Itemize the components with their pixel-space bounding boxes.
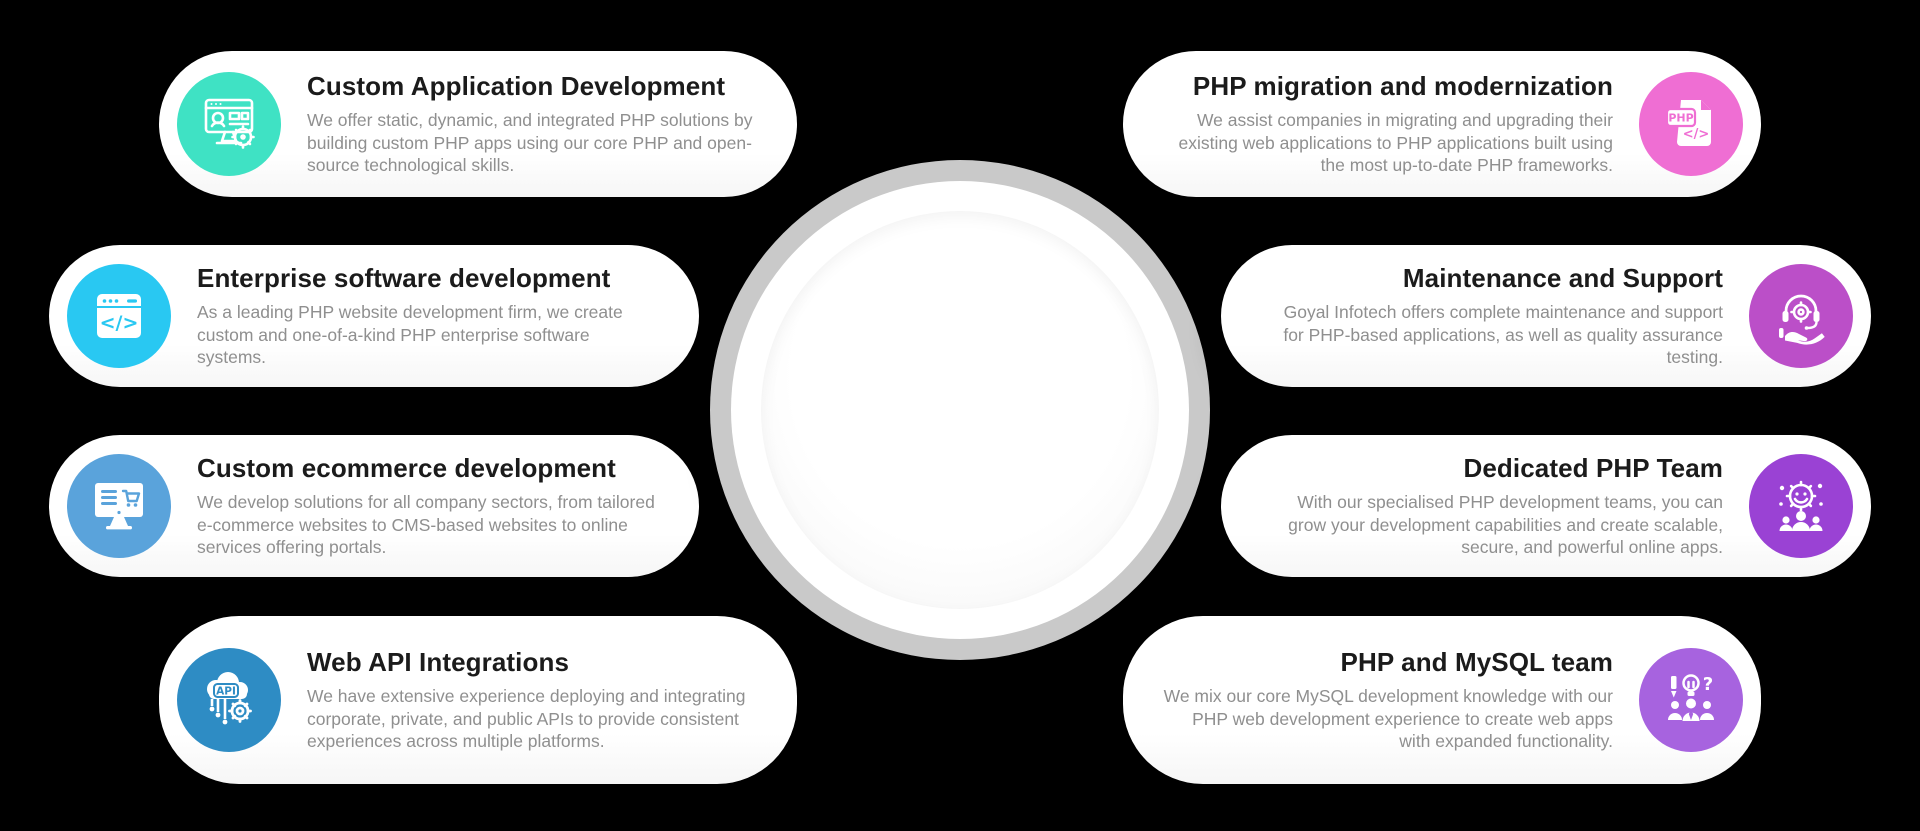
card-description: With our specialised PHP development tea… — [1288, 491, 1723, 558]
card-title: PHP and MySQL team — [1340, 646, 1613, 677]
card-title: Enterprise software development — [197, 262, 611, 293]
card-maintenance-and-support: Maintenance and Support Goyal Infotech o… — [1221, 245, 1871, 387]
card-php-and-mysql-team: ? PHP and MySQL team We mix our core MyS… — [1123, 616, 1761, 784]
card-text-block: Web API Integrations We have extensive e… — [307, 647, 757, 753]
php-file-icon: PHP </> — [1639, 72, 1743, 176]
card-text-block: PHP migration and modernization We assis… — [1163, 71, 1613, 177]
card-description: We develop solutions for all company sec… — [197, 491, 655, 558]
card-custom-application-development: Custom Application Development We offer … — [159, 51, 797, 197]
svg-text:</>: </> — [100, 312, 139, 334]
card-text-block: Maintenance and Support Goyal Infotech o… — [1261, 263, 1723, 369]
api-cloud-icon: API — [177, 648, 281, 752]
svg-text:API: API — [216, 686, 236, 698]
card-description: As a leading PHP website development fir… — [197, 301, 623, 368]
support-headset-icon — [1749, 264, 1853, 368]
svg-text:</>: </> — [1683, 127, 1710, 142]
card-web-api-integrations: API Web API Integrations We have ex — [159, 616, 797, 784]
svg-text:PHP: PHP — [1668, 112, 1693, 125]
code-browser-icon: </> — [67, 264, 171, 368]
card-title: Dedicated PHP Team — [1463, 452, 1723, 483]
team-idea-icon: ? — [1639, 648, 1743, 752]
card-title: Maintenance and Support — [1402, 262, 1723, 293]
card-text-block: Custom Application Development We offer … — [307, 71, 757, 177]
card-text-block: Custom ecommerce development We develop … — [197, 453, 659, 559]
card-title: Custom Application Development — [307, 70, 726, 101]
card-title: Web API Integrations — [307, 646, 570, 677]
card-custom-ecommerce-development: Custom ecommerce development We develop … — [49, 435, 699, 577]
card-title: PHP migration and modernization — [1192, 70, 1613, 101]
card-text-block: Dedicated PHP Team With our specialised … — [1261, 453, 1723, 559]
team-gear-icon — [1749, 454, 1853, 558]
card-text-block: PHP and MySQL team We mix our core MySQL… — [1163, 647, 1613, 753]
center-circle — [710, 160, 1210, 660]
svg-text:?: ? — [1703, 674, 1713, 695]
card-php-migration-and-modernization: PHP </> PHP migration and modernization … — [1123, 51, 1761, 197]
card-dedicated-php-team: Dedicated PHP Team With our specialised … — [1221, 435, 1871, 577]
card-description: Goyal Infotech offers complete maintenan… — [1283, 301, 1723, 368]
center-circle-white-ring — [731, 181, 1189, 639]
card-title: Custom ecommerce development — [197, 452, 616, 483]
center-circle-inner-disc — [761, 211, 1159, 609]
card-enterprise-software-development: </> Enterprise software development As a… — [49, 245, 699, 387]
card-description: We mix our core MySQL development knowle… — [1163, 685, 1613, 752]
ecommerce-monitor-icon — [67, 454, 171, 558]
card-description: We offer static, dynamic, and integrated… — [307, 109, 753, 176]
card-text-block: Enterprise software development As a lea… — [197, 263, 659, 369]
card-description: We assist companies in migrating and upg… — [1178, 109, 1613, 176]
app-development-icon — [177, 72, 281, 176]
card-description: We have extensive experience deploying a… — [307, 685, 746, 752]
